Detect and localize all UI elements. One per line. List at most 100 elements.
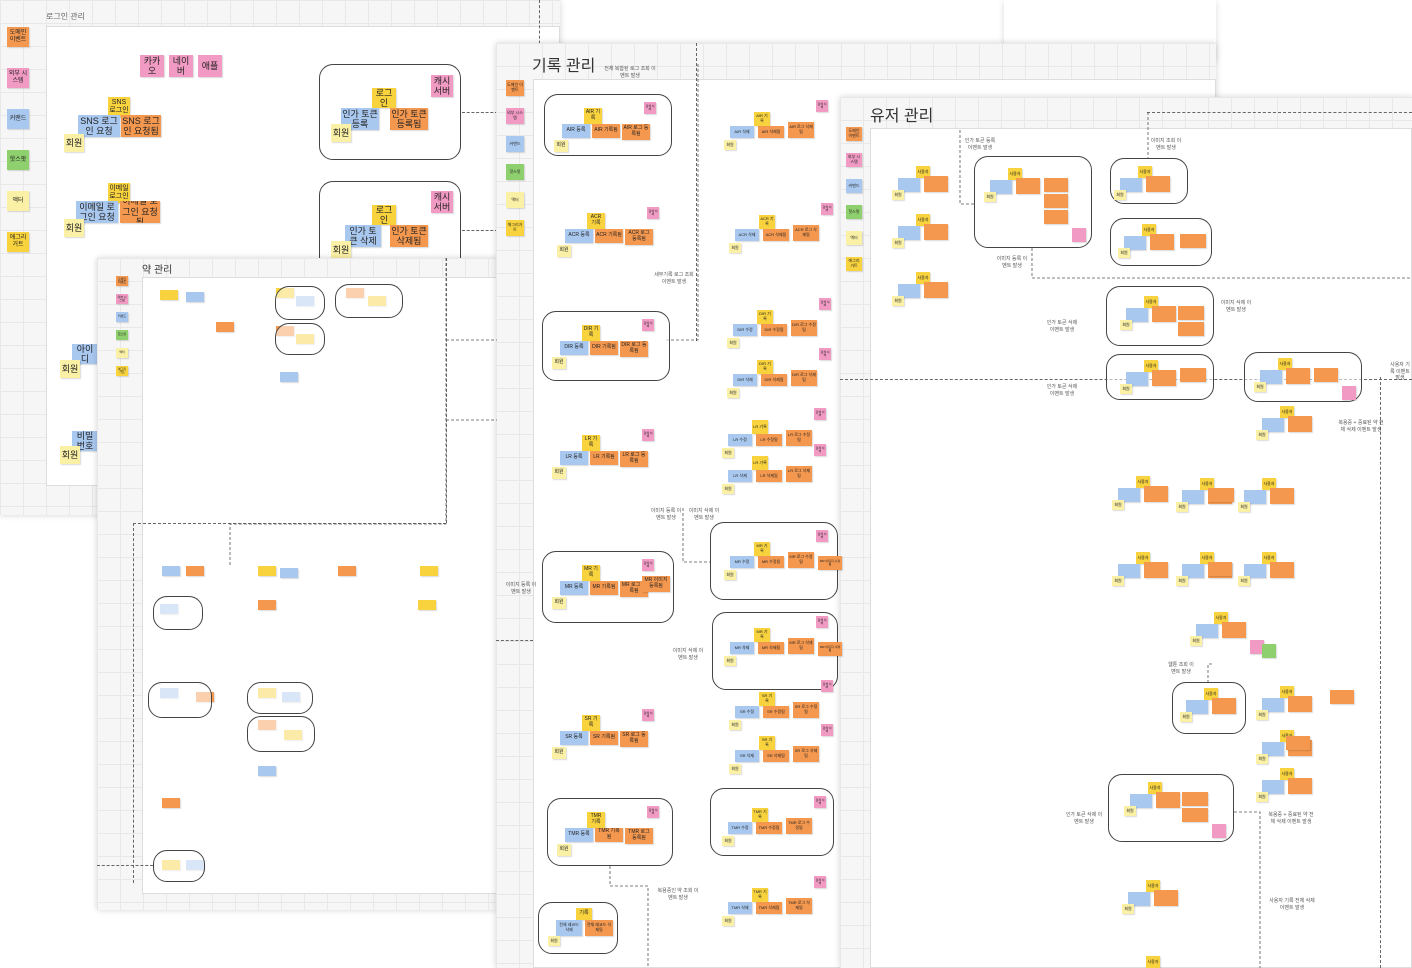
mr-image-modified-event: MR 이미지 수정됨 (818, 556, 842, 570)
u17-user-aggregate: 사용자 (1214, 612, 1228, 624)
tmr-delete-aggregate: TMR 기록 (752, 888, 768, 902)
u1-member: 회원 (892, 190, 904, 200)
air-member: 회원 (554, 140, 568, 152)
u4-command (990, 180, 1012, 194)
u21-user-aggregate: 사용자 (1280, 768, 1294, 780)
u20-member: 회원 (1256, 754, 1268, 764)
air-log-registered-event: AIR 로그 등록됨 (622, 124, 650, 140)
sr-register-command: SR 등록 (560, 731, 588, 745)
u12-command (1182, 490, 1204, 504)
tmr-log-modified-event: TMR 로그 수정됨 (786, 818, 812, 834)
dir-delete-member: 회원 (727, 388, 739, 398)
drug-legend-domain_event: 도메인 이벤트 (116, 276, 128, 286)
sr-modify-aggregate: SR 기록 (759, 692, 775, 706)
air-delete-search: 검색 서버 (816, 100, 828, 112)
lr-delete-member: 회원 (722, 484, 734, 494)
lr-search-server: 검색 서버 (642, 429, 654, 441)
drug-bottom-line (97, 865, 153, 866)
acr-registered-event: ACR 기록됨 (595, 229, 623, 243)
sr-modify-command: SR 수정 (735, 706, 759, 718)
note-image-delete: 이미지 삭제 이벤트 발생 (688, 508, 720, 521)
u17-member: 회원 (1190, 636, 1202, 646)
mr-search-server: 검색 서버 (642, 559, 654, 571)
tmr-modify-member: 회원 (722, 836, 734, 846)
login-arrow-1 (462, 112, 498, 113)
sr-aggregate: SR 기록 (582, 715, 600, 731)
air-search-server: 검색 서버 (644, 102, 656, 114)
u23-user-aggregate: 사용자 (1146, 880, 1160, 892)
lr-log-deleted-event: LR 로그 삭제됨 (786, 466, 812, 482)
lr-aggregate: LR 기록 (582, 435, 600, 451)
u6-event-2 (1180, 234, 1206, 248)
u22-user-aggregate: 사용자 (1148, 782, 1162, 794)
mr-modify-member: 회원 (724, 570, 736, 580)
cache-server-2: 캐시 서버 (431, 191, 453, 213)
drug-separator-h (133, 523, 446, 524)
tmr-log-deleted-event: TMR 로그 삭제됨 (786, 898, 812, 914)
note-restore-drug: 복용중인 약 조회 이벤트 발생 (657, 888, 699, 901)
lr-log-modified-event: LR 로그 수정됨 (786, 430, 812, 446)
u19-command (1262, 698, 1284, 712)
u16-member: 회원 (1238, 576, 1250, 586)
sr-log-modified-event: SR 로그 수정됨 (793, 702, 819, 718)
u15-user-aggregate: 사용자 (1200, 552, 1214, 564)
u17-hotspot (1262, 644, 1276, 658)
records-board-title: 기록 관리 (532, 58, 596, 75)
tmr-modified-event: TMR 수정됨 (756, 822, 782, 834)
u11-member: 회원 (1112, 500, 1124, 510)
acr-delete-member: 회원 (729, 243, 741, 253)
tmr-aggregate: TMR 기록 (587, 812, 605, 828)
u4-event (1016, 178, 1040, 194)
tmr-modify-command: TMR 수정 (728, 822, 752, 834)
login-member-1: 회원 (331, 124, 351, 142)
lr-delete-aggregate: LR 기록 (752, 456, 768, 470)
u14-member: 회원 (1112, 576, 1124, 586)
u8-member: 회원 (1120, 384, 1132, 394)
provider-kakao: 카카오 (140, 55, 164, 77)
u23-command (1128, 892, 1150, 906)
drug-note-26 (162, 798, 180, 808)
users-legend-aggregate: 애그리거트 (846, 257, 862, 271)
acr-member: 회원 (557, 245, 571, 257)
drug-separator-v (446, 258, 447, 523)
id-command: 아이디 (72, 344, 98, 364)
mr-delete-search: 검색 서버 (816, 616, 828, 628)
u23-event (1154, 890, 1178, 906)
token-deleted-event: 인가 토큰 삭제됨 (390, 225, 428, 247)
note-image-delete2: 이미지 삭제 이벤트 발생 (672, 648, 704, 661)
u19-event (1288, 696, 1312, 712)
login-board: 로그인 관리 도메인 이벤트 외부 시스템 커맨드 핫스팟 액터 애그리거트 카… (0, 0, 560, 515)
legend-actor: 액터 (7, 191, 29, 211)
u13-member: 회원 (1238, 502, 1250, 512)
mr-log-deleted-event: MR 로그 삭제됨 (788, 638, 814, 654)
dir-modify-member: 회원 (727, 338, 739, 348)
note-image-register: 이미지 등록 이벤트 발생 (650, 508, 682, 521)
users-board-title: 유저 관리 (870, 108, 934, 125)
lr-register-command: LR 등록 (560, 451, 588, 465)
drug-note-13 (280, 568, 298, 578)
u16-user-aggregate: 사용자 (1262, 552, 1276, 564)
u19-user-aggregate: 사용자 (1280, 686, 1294, 698)
acr-log-registered-event: ACR 로그 등록됨 (625, 229, 653, 245)
acr-deleted-event: ACR 삭제됨 (763, 229, 789, 241)
tmr-modify-search: 검색 서버 (814, 796, 826, 808)
sr-delete-command: SR 삭제 (735, 750, 759, 762)
u22-external (1212, 824, 1226, 838)
air-delete-member: 회원 (724, 140, 736, 150)
u10-user-aggregate: 사용자 (1280, 406, 1294, 418)
sns-login-event: SNS 로그인 요청됨 (121, 115, 161, 137)
legend-domain-event: 도메인 이벤트 (7, 27, 29, 47)
mr-log-modified-event: MR 로그 수정됨 (788, 552, 814, 568)
records-legend-actor: 액터 (506, 192, 524, 208)
u12-event-2 (1208, 488, 1234, 502)
sr-delete-aggregate: SR 기록 (759, 736, 775, 750)
sr-registered-event: SR 기록됨 (590, 731, 618, 745)
u9-event-2 (1314, 368, 1338, 382)
u6-member: 회원 (1118, 248, 1130, 258)
drug-board: 약 관리 (97, 258, 497, 910)
u7-command (1126, 308, 1148, 322)
u8-user-aggregate: 사용자 (1144, 360, 1158, 372)
drug-note-0 (160, 290, 178, 300)
dir-member: 회원 (552, 357, 566, 369)
sr-log-deleted-event: SR 로그 삭제됨 (793, 746, 819, 762)
